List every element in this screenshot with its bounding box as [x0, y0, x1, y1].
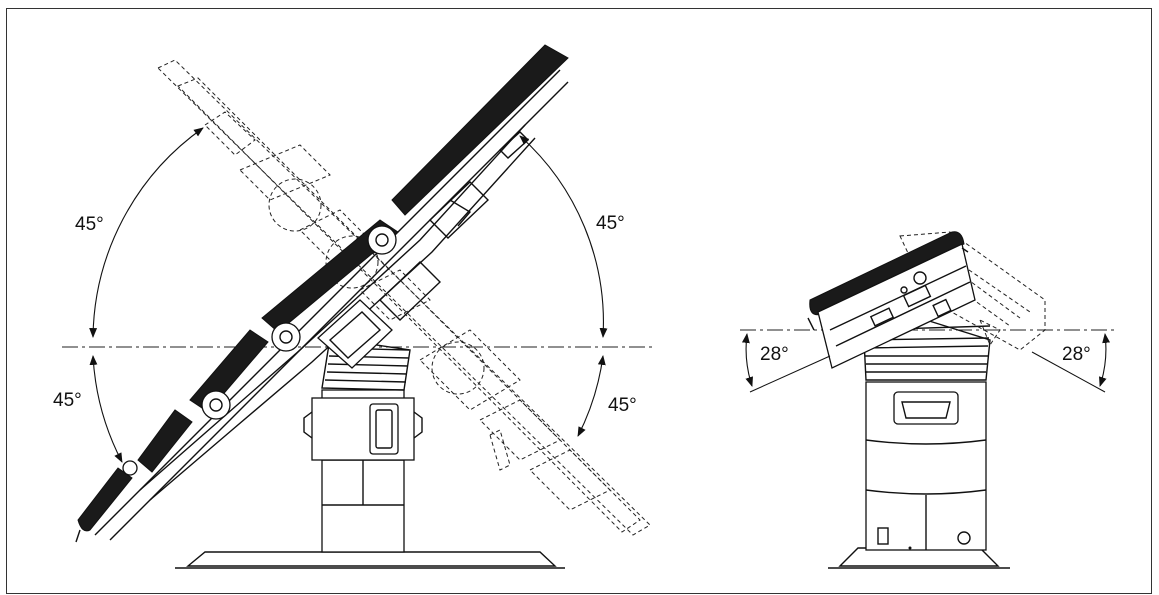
right-base-plate — [828, 547, 1010, 569]
angle-label-upper-left: 45° — [75, 214, 104, 235]
left-bellows — [321, 337, 411, 391]
left-column — [303, 389, 423, 553]
ghost-tabletop-right-tilt — [157, 59, 651, 536]
angle-label-tilt-right: 28° — [1062, 344, 1091, 365]
right-column — [865, 381, 987, 551]
right-tabletop — [807, 231, 976, 369]
angle-label-lower-left: 45° — [53, 390, 82, 411]
tabletop-left-tilt — [75, 44, 569, 543]
angle-label-tilt-left: 28° — [760, 344, 789, 365]
left-base-plate — [175, 551, 565, 569]
right-view-angle-arcs — [741, 333, 1111, 393]
left-table-view: 45° 45° 45° 45° — [53, 44, 655, 569]
left-view-angle-arcs — [89, 127, 608, 463]
right-table-view: 28° 28° — [740, 231, 1115, 569]
figure-frame — [6, 8, 1152, 594]
angle-label-upper-right: 45° — [596, 213, 625, 234]
angle-label-lower-right: 45° — [608, 395, 637, 416]
